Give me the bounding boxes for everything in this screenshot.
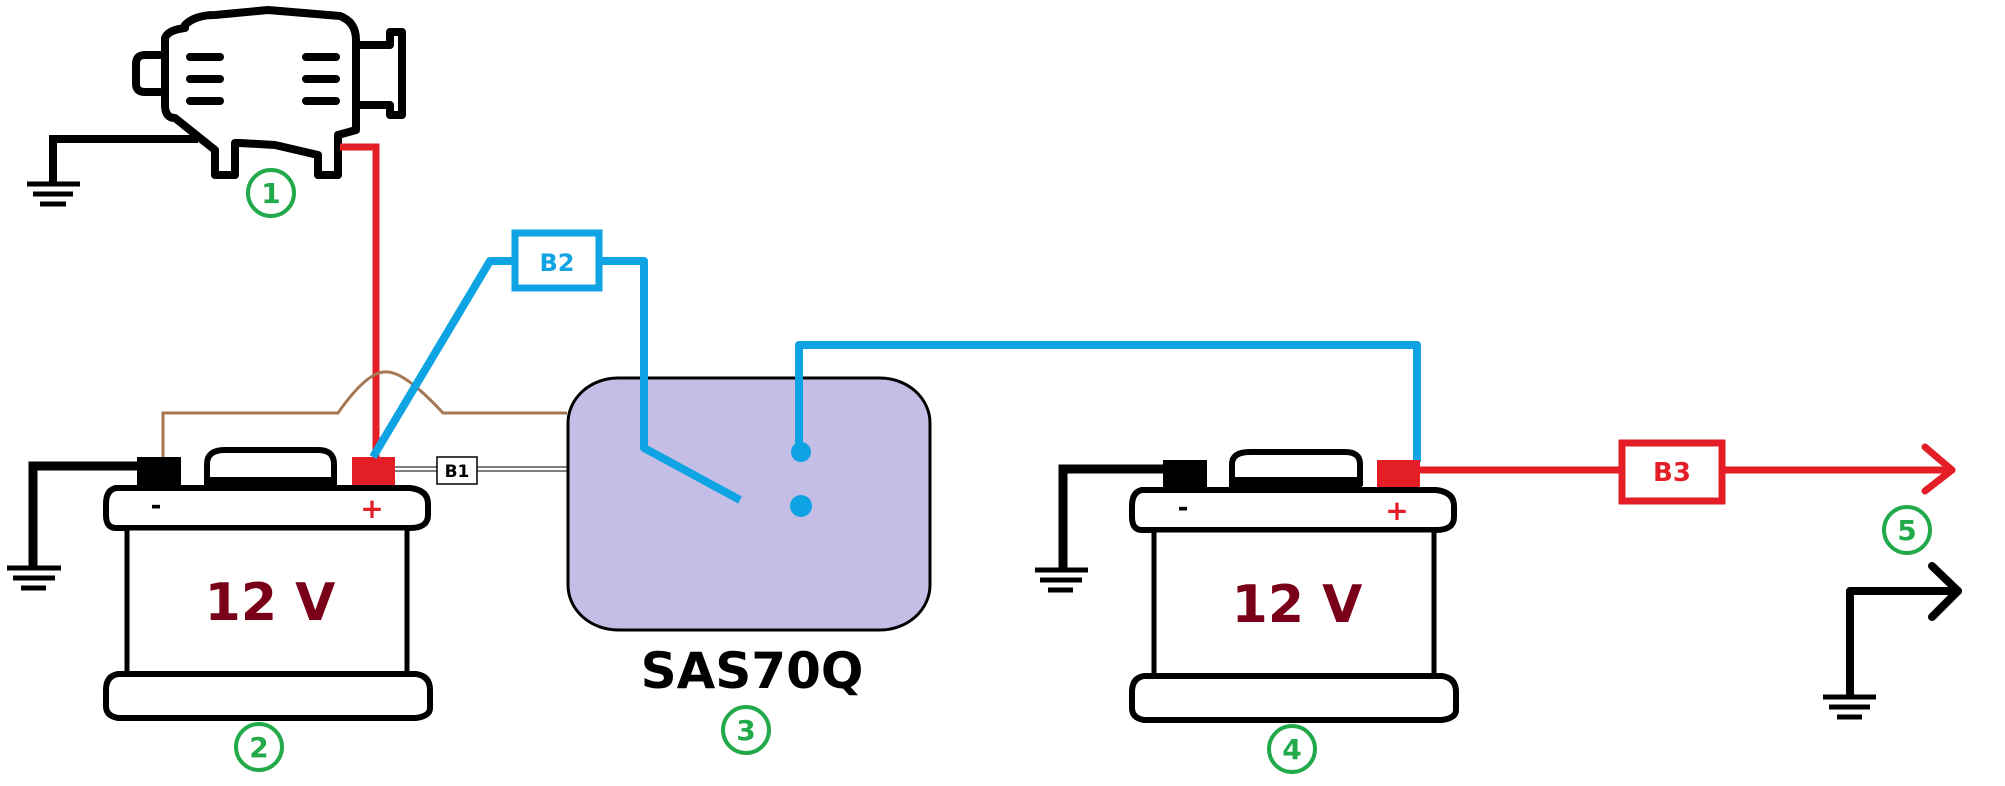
marker-3-label: 3	[736, 714, 755, 747]
battery-aux-positive-terminal	[1377, 460, 1420, 487]
fuse-b1: B1	[436, 456, 478, 485]
marker-5-label: 5	[1897, 514, 1916, 547]
ground-symbol-battery-aux	[1035, 464, 1163, 593]
arrow-icon-ground-out	[1928, 562, 1962, 621]
battery-start-pos-sign: +	[360, 492, 383, 525]
device-body	[566, 376, 932, 632]
battery-start: - + 12 V	[103, 447, 433, 721]
ground-symbol-alternator	[27, 135, 198, 207]
ground-symbol-load	[1823, 562, 1962, 720]
battery-start-cap	[204, 447, 337, 486]
marker-2-label: 2	[249, 731, 268, 764]
marker-2: 2	[234, 722, 284, 772]
positive-wire-output	[1416, 443, 1956, 495]
alternator-vents	[186, 53, 340, 105]
marker-3: 3	[721, 705, 771, 755]
fuse-b2-label: B2	[540, 249, 575, 277]
sense-wire-aux	[795, 341, 1421, 462]
alternator-left-stub	[132, 51, 164, 96]
battery-aux-negative-terminal	[1163, 460, 1207, 487]
battery-aux-pos-sign: +	[1385, 494, 1408, 527]
fuse-b2: B2	[511, 229, 603, 292]
ground-wire-alternator	[49, 135, 198, 183]
switch-contact-lower	[790, 495, 812, 517]
battery-start-base	[103, 671, 433, 721]
battery-aux-voltage: 12 V	[1232, 575, 1363, 635]
device-name: SAS70Q	[641, 642, 864, 700]
marker-1: 1	[246, 168, 296, 218]
device-sas70q	[566, 376, 932, 632]
arrow-icon-positive-out	[1921, 443, 1956, 495]
battery-start-body	[124, 525, 410, 677]
sense-wire-b2-in	[369, 257, 512, 460]
marker-5: 5	[1882, 505, 1932, 555]
battery-start-lid	[103, 485, 431, 531]
marker-4-label: 4	[1282, 733, 1301, 766]
battery-start-positive-terminal	[352, 457, 395, 485]
switch-contact-upper	[791, 442, 811, 462]
battery-aux: - + 12 V	[1129, 449, 1459, 723]
marker-4: 4	[1267, 724, 1317, 774]
battery-aux-cap	[1229, 449, 1363, 486]
fuse-b3: B3	[1618, 439, 1726, 505]
alternator	[132, 6, 406, 179]
alternator-body	[161, 6, 360, 179]
battery-aux-base	[1129, 673, 1459, 723]
ground-symbol-battery-start	[7, 461, 137, 591]
alternator-shaft	[351, 28, 406, 119]
marker-1-label: 1	[261, 177, 280, 210]
battery-aux-neg-sign: -	[1178, 493, 1189, 523]
battery-start-negative-terminal	[137, 457, 181, 485]
battery-start-neg-sign: -	[151, 491, 162, 521]
signal-wire	[161, 370, 567, 457]
positive-wire-alternator	[340, 143, 380, 462]
sense-wire-b2-out	[602, 257, 742, 504]
fuse-b3-label: B3	[1653, 458, 1691, 488]
fuse-b1-wire	[395, 466, 567, 472]
sense-wiring	[369, 257, 1421, 504]
fuse-b1-label: B1	[445, 462, 470, 482]
battery-start-voltage: 12 V	[205, 573, 336, 633]
